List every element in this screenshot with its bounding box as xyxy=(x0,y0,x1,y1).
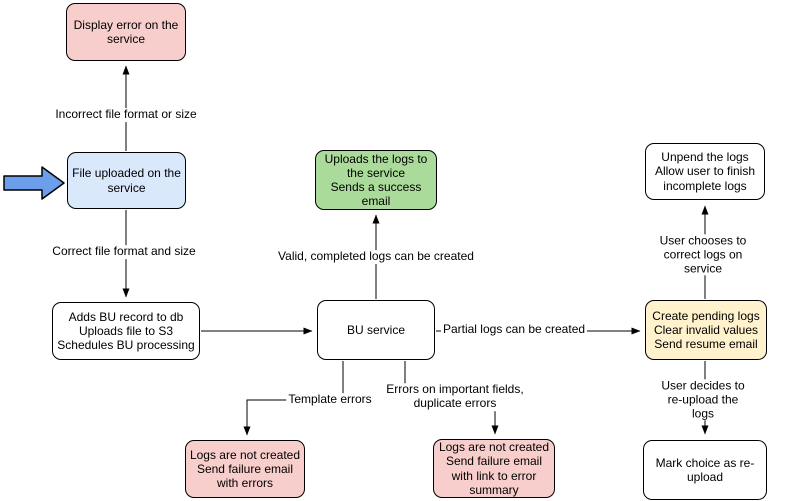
node-failure-template: Logs are not created Send failure email … xyxy=(185,440,305,498)
node-display-error: Display error on the service xyxy=(66,3,186,61)
node-bu-service: BU service xyxy=(317,300,435,360)
edge-label-incorrect-format: Incorrect file format or size xyxy=(53,107,199,122)
edge-label-template-errors: Template errors xyxy=(286,392,374,407)
edge-label-field-errors: Errors on important fields, duplicate er… xyxy=(384,382,526,411)
input-arrow-icon xyxy=(3,166,65,200)
edge-label-partial-logs: Partial logs can be created xyxy=(440,322,588,337)
edge-label-reupload: User decides to re-upload the logs xyxy=(654,378,752,421)
node-adds-bu-record: Adds BU record to db Uploads file to S3 … xyxy=(52,302,200,360)
node-failure-fields: Logs are not created Send failure email … xyxy=(433,439,555,498)
node-mark-reupload: Mark choice as re- upload xyxy=(643,440,767,500)
node-create-pending: Create pending logs Clear invalid values… xyxy=(645,300,767,360)
node-success-email: Uploads the logs to the service Sends a … xyxy=(315,150,437,210)
edge-label-valid-logs: Valid, completed logs can be created xyxy=(276,249,476,264)
node-unpend-logs: Unpend the logs Allow user to finish inc… xyxy=(645,143,765,200)
node-file-uploaded: File uploaded on the service xyxy=(67,152,186,209)
edge-label-choose-correct: User chooses to correct logs on service xyxy=(654,233,752,276)
edge-label-correct-format: Correct file format and size xyxy=(50,244,198,259)
